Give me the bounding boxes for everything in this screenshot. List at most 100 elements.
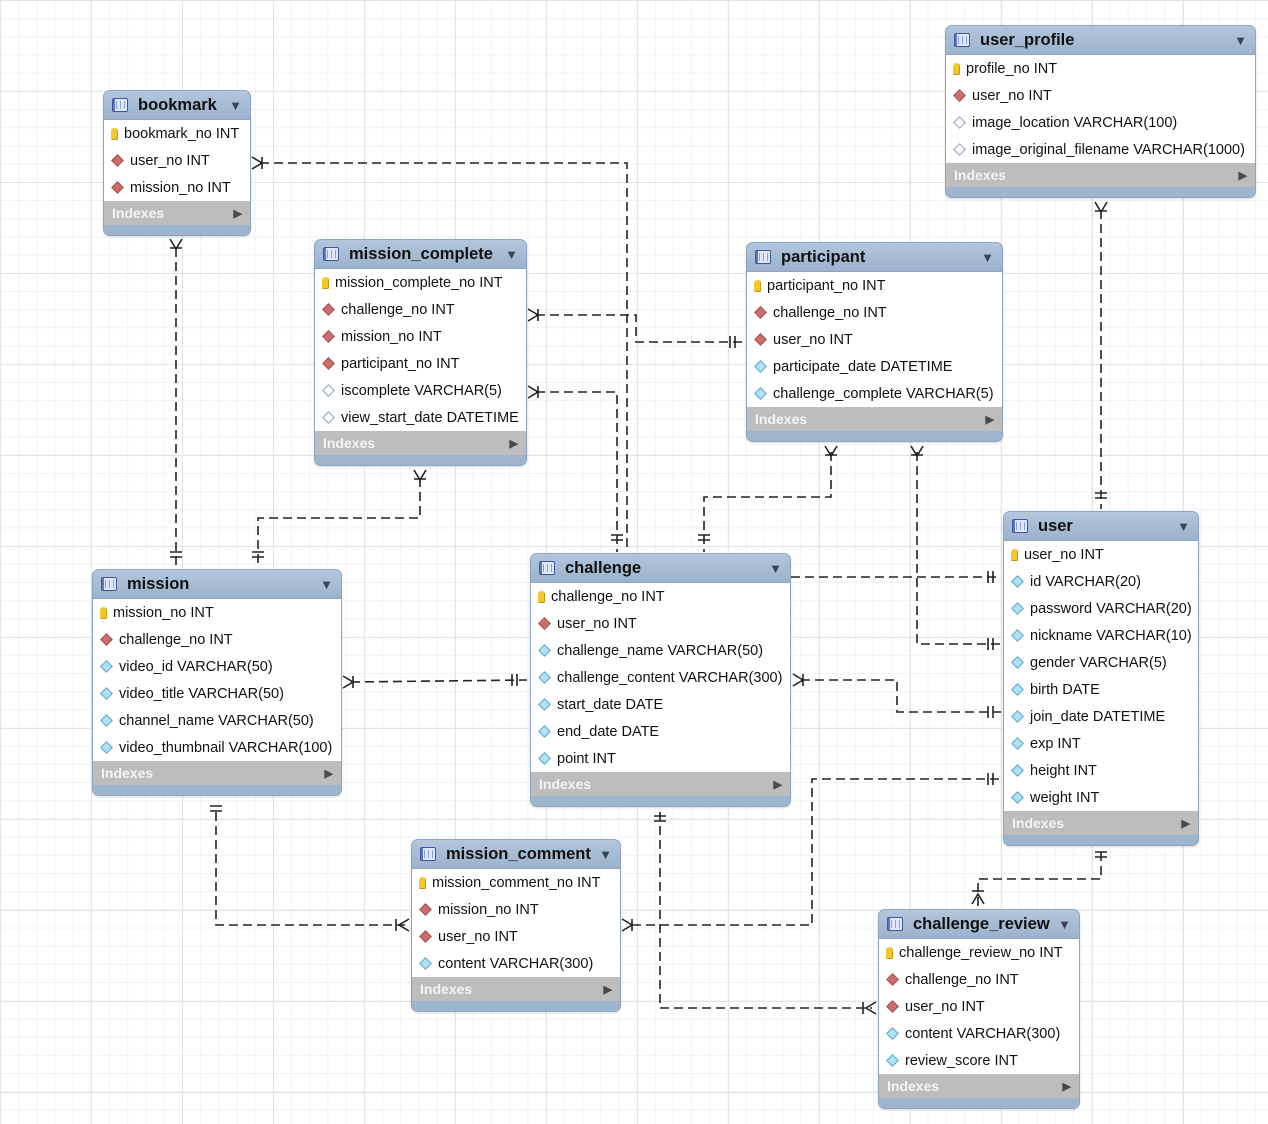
dropdown-triangle-icon[interactable]: ▼ [599,846,612,862]
column-row[interactable]: user_no INT [1004,541,1198,568]
column-row[interactable]: user_no INT [531,610,790,637]
column-row[interactable]: weight INT [1004,784,1198,811]
column-row[interactable]: user_no INT [747,326,1002,353]
table-mission[interactable]: mission ▼ mission_no INT challenge_no IN… [92,569,342,796]
table-challenge[interactable]: challenge ▼ challenge_no INT user_no INT… [530,553,791,807]
column-row[interactable]: image_location VARCHAR(100) [946,109,1255,136]
expand-arrow-icon[interactable]: ▶ [1062,1080,1071,1093]
column-row[interactable]: point INT [531,745,790,772]
column-row[interactable]: video_id VARCHAR(50) [93,653,341,680]
column-row[interactable]: challenge_content VARCHAR(300) [531,664,790,691]
column-row[interactable]: id VARCHAR(20) [1004,568,1198,595]
expand-arrow-icon[interactable]: ▶ [1181,817,1190,830]
column-row[interactable]: view_start_date DATETIME [315,404,526,431]
crowfoot-cr-left [862,1001,877,1015]
expand-arrow-icon[interactable]: ▶ [509,437,518,450]
dropdown-triangle-icon[interactable]: ▼ [229,97,242,113]
column-row[interactable]: mission_complete_no INT [315,269,526,296]
table-header[interactable]: bookmark ▼ [104,91,250,120]
column-row[interactable]: height INT [1004,757,1198,784]
column-row[interactable]: profile_no INT [946,55,1255,82]
indexes-section[interactable]: Indexes▶ [1004,811,1198,835]
column-row[interactable]: challenge_name VARCHAR(50) [531,637,790,664]
table-mission-complete[interactable]: mission_complete ▼ mission_complete_no I… [314,239,527,466]
table-header[interactable]: mission ▼ [93,570,341,599]
column-row[interactable]: mission_comment_no INT [412,869,620,896]
column-label: challenge_content VARCHAR(300) [557,669,783,686]
column-row[interactable]: user_no INT [412,923,620,950]
column-row[interactable]: challenge_review_no INT [879,939,1079,966]
column-row[interactable]: challenge_no INT [531,583,790,610]
column-row[interactable]: challenge_no INT [315,296,526,323]
column-row[interactable]: review_score INT [879,1047,1079,1074]
column-row[interactable]: user_no INT [946,82,1255,109]
column-row[interactable]: mission_no INT [412,896,620,923]
table-header[interactable]: participant ▼ [747,243,1002,272]
column-row[interactable]: user_no INT [879,993,1079,1020]
indexes-section[interactable]: Indexes▶ [104,201,250,225]
expand-arrow-icon[interactable]: ▶ [985,413,994,426]
table-header[interactable]: user ▼ [1004,512,1198,541]
column-row[interactable]: iscomplete VARCHAR(5) [315,377,526,404]
column-row[interactable]: video_title VARCHAR(50) [93,680,341,707]
indexes-section[interactable]: Indexes▶ [531,772,790,796]
column-row[interactable]: birth DATE [1004,676,1198,703]
foreign-key-icon [419,930,432,943]
table-challenge-review[interactable]: challenge_review ▼ challenge_review_no I… [878,909,1080,1109]
column-row[interactable]: challenge_complete VARCHAR(5) [747,380,1002,407]
column-row[interactable]: video_thumbnail VARCHAR(100) [93,734,341,761]
column-row[interactable]: user_no INT [104,147,250,174]
column-row[interactable]: end_date DATE [531,718,790,745]
column-row[interactable]: challenge_no INT [747,299,1002,326]
expand-arrow-icon[interactable]: ▶ [773,778,782,791]
dropdown-triangle-icon[interactable]: ▼ [320,576,333,592]
indexes-section[interactable]: Indexes▶ [946,163,1255,187]
foreign-key-icon [322,357,335,370]
indexes-section[interactable]: Indexes▶ [747,407,1002,431]
table-bookmark[interactable]: bookmark ▼ bookmark_no INT user_no INT m… [103,90,251,236]
column-row[interactable]: participate_date DATETIME [747,353,1002,380]
dropdown-triangle-icon[interactable]: ▼ [981,249,994,265]
column-row[interactable]: content VARCHAR(300) [879,1020,1079,1047]
table-header[interactable]: mission_complete ▼ [315,240,526,269]
column-row[interactable]: participant_no INT [747,272,1002,299]
column-row[interactable]: mission_no INT [104,174,250,201]
indexes-section[interactable]: Indexes▶ [412,977,620,1001]
indexes-section[interactable]: Indexes▶ [93,761,341,785]
column-row[interactable]: join_date DATETIME [1004,703,1198,730]
expand-arrow-icon[interactable]: ▶ [603,983,612,996]
dropdown-triangle-icon[interactable]: ▼ [1234,32,1247,48]
column-row[interactable]: mission_no INT [315,323,526,350]
column-row[interactable]: challenge_no INT [879,966,1079,993]
column-row[interactable]: challenge_no INT [93,626,341,653]
column-row[interactable]: nickname VARCHAR(10) [1004,622,1198,649]
column-row[interactable]: participant_no INT [315,350,526,377]
table-header[interactable]: mission_comment ▼ [412,840,620,869]
table-user[interactable]: user ▼ user_no INT id VARCHAR(20) passwo… [1003,511,1199,846]
column-row[interactable]: exp INT [1004,730,1198,757]
expand-arrow-icon[interactable]: ▶ [233,207,242,220]
column-row[interactable]: channel_name VARCHAR(50) [93,707,341,734]
table-user-profile[interactable]: user_profile ▼ profile_no INT user_no IN… [945,25,1256,198]
indexes-section[interactable]: Indexes▶ [879,1074,1079,1098]
column-row[interactable]: image_original_filename VARCHAR(1000) [946,136,1255,163]
indexes-section[interactable]: Indexes▶ [315,431,526,455]
column-row[interactable]: password VARCHAR(20) [1004,595,1198,622]
table-header[interactable]: challenge_review ▼ [879,910,1079,939]
column-row[interactable]: mission_no INT [93,599,341,626]
rel-challenge-user-2 [801,679,1001,713]
table-mission-comment[interactable]: mission_comment ▼ mission_comment_no INT… [411,839,621,1012]
dropdown-triangle-icon[interactable]: ▼ [1058,916,1071,932]
table-header[interactable]: user_profile ▼ [946,26,1255,55]
table-participant[interactable]: participant ▼ participant_no INT challen… [746,242,1003,442]
dropdown-triangle-icon[interactable]: ▼ [505,246,518,262]
column-row[interactable]: content VARCHAR(300) [412,950,620,977]
dropdown-triangle-icon[interactable]: ▼ [1177,518,1190,534]
table-header[interactable]: challenge ▼ [531,554,790,583]
dropdown-triangle-icon[interactable]: ▼ [769,560,782,576]
expand-arrow-icon[interactable]: ▶ [324,767,333,780]
column-row[interactable]: gender VARCHAR(5) [1004,649,1198,676]
column-row[interactable]: bookmark_no INT [104,120,250,147]
expand-arrow-icon[interactable]: ▶ [1238,169,1247,182]
column-row[interactable]: start_date DATE [531,691,790,718]
